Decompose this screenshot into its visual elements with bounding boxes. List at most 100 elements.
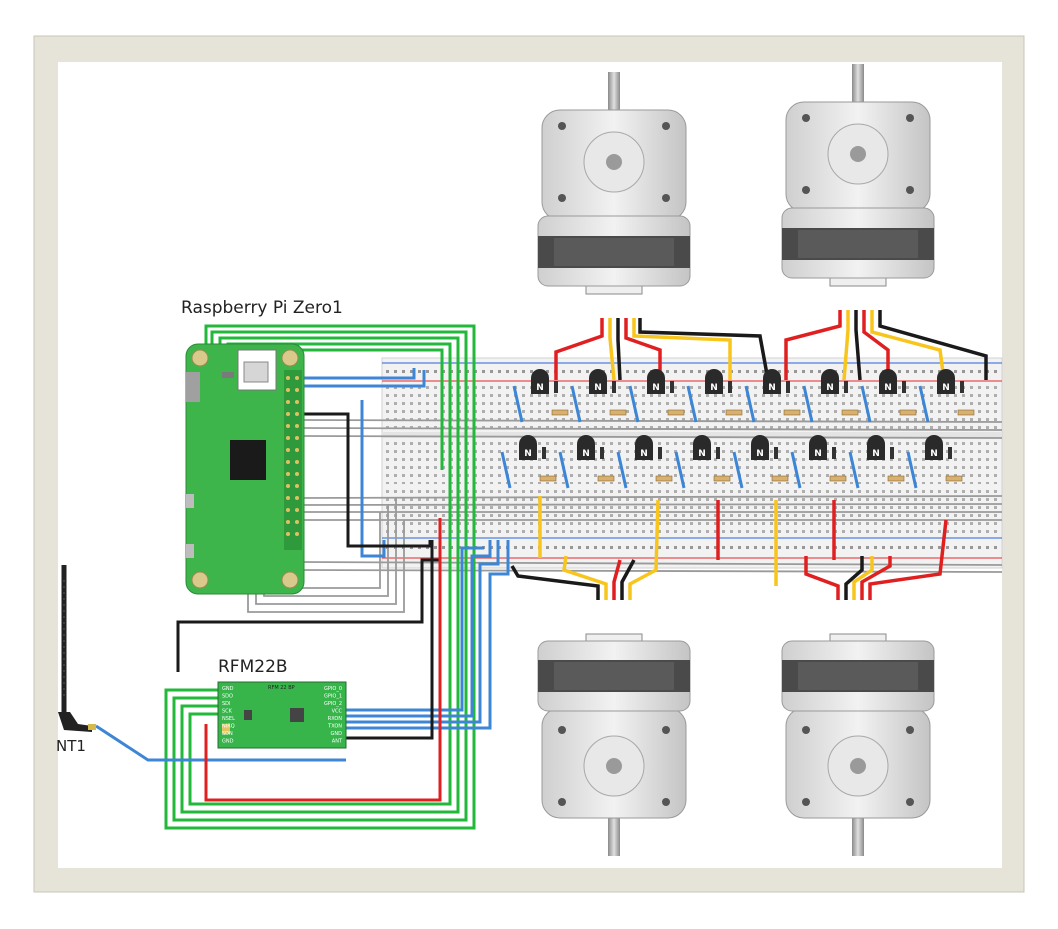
transistor-mark: N	[768, 383, 776, 393]
transistor: N	[500, 435, 557, 489]
stepper-motor	[537, 633, 691, 856]
diode	[774, 447, 778, 459]
diode	[890, 447, 894, 459]
diode	[948, 447, 952, 459]
resistor	[725, 409, 743, 416]
diode	[670, 381, 674, 393]
top-motor-wires	[554, 310, 988, 381]
transistor-mark: N	[594, 383, 602, 393]
transistor-mark: N	[652, 383, 660, 393]
resistor	[783, 409, 801, 416]
transistor-mark: N	[930, 449, 938, 459]
diode	[600, 447, 604, 459]
diode	[542, 447, 546, 459]
transistor: N	[918, 369, 975, 423]
rfm-label: RFM22B	[218, 657, 288, 677]
rfm-left-pin-label: GND	[222, 739, 234, 745]
resistor	[609, 409, 627, 416]
transistor-mark: N	[640, 449, 648, 459]
transistor: N	[732, 435, 789, 489]
transistor: N	[512, 369, 569, 423]
rfm-left-pin-label: SDO	[222, 694, 233, 700]
red-wires	[204, 518, 442, 802]
diode	[612, 381, 616, 393]
resistor	[957, 409, 975, 416]
transistor: N	[686, 369, 743, 423]
diode	[832, 447, 836, 459]
resistor	[829, 475, 847, 482]
transistor: N	[802, 369, 859, 423]
rfm22b-module	[217, 681, 347, 749]
resistor	[597, 475, 615, 482]
resistor	[667, 409, 685, 416]
bottom-motor-wires	[510, 496, 948, 600]
transistor-mark: N	[814, 449, 822, 459]
resistor	[771, 475, 789, 482]
transistor-mark: N	[826, 383, 834, 393]
stepper-motor	[781, 64, 935, 287]
rfm-left-pin-label: SDI	[222, 701, 231, 707]
diode	[728, 381, 732, 393]
rfm-right-pin-label: GPIO_0	[324, 686, 342, 692]
resistor	[713, 475, 731, 482]
rfm-right-pin-label: RXON	[328, 716, 343, 722]
transistor-mark: N	[524, 449, 532, 459]
transistor: N	[616, 435, 673, 489]
diode	[786, 381, 790, 393]
rfm-right-pin-label: ANT	[332, 739, 343, 745]
resistor	[551, 409, 569, 416]
transistor: N	[744, 369, 801, 423]
resistor	[887, 475, 905, 482]
transistor: N	[906, 435, 963, 489]
transistor: N	[790, 435, 847, 489]
diode	[960, 381, 964, 393]
antenna-label: NT1	[56, 737, 86, 755]
transistor-mark: N	[884, 383, 892, 393]
transistor-mark: N	[756, 449, 764, 459]
rfm-left-pin-label: NSEL	[222, 716, 235, 722]
rfm-chip-label: RFM 22 BP	[268, 685, 295, 691]
transistor: N	[674, 435, 731, 489]
transistor-mark: N	[942, 383, 950, 393]
stepper-motor	[781, 633, 935, 856]
resistor	[945, 475, 963, 482]
rfm-left-pin-label: SDN	[222, 731, 233, 737]
raspberry-pi-zero-board	[185, 343, 305, 595]
diode	[902, 381, 906, 393]
diode	[844, 381, 848, 393]
diode	[658, 447, 662, 459]
transistor-mark: N	[582, 449, 590, 459]
transistor: N	[848, 435, 905, 489]
diode	[716, 447, 720, 459]
pi-label: Raspberry Pi Zero1	[181, 298, 343, 318]
transistor: N	[860, 369, 917, 423]
rfm-right-pin-label: GND	[331, 731, 343, 737]
transistor-mark: N	[872, 449, 880, 459]
resistor	[539, 475, 557, 482]
transistor-mark: N	[710, 383, 718, 393]
rfm-left-pin-label: NIRQ	[222, 724, 235, 730]
blue-wires	[95, 368, 510, 762]
resistor	[841, 409, 859, 416]
rfm-right-pin-label: VCC	[332, 709, 343, 715]
stepper-motors	[537, 64, 935, 856]
black-wires	[176, 412, 440, 740]
transistor: N	[558, 435, 615, 489]
transistor: N	[628, 369, 685, 423]
resistor	[655, 475, 673, 482]
transistor-mark: N	[536, 383, 544, 393]
diode	[554, 381, 558, 393]
resistor	[899, 409, 917, 416]
transistor-mark: N	[698, 449, 706, 459]
rfm-right-pin-label: GPIO_2	[324, 701, 342, 707]
transistor: N	[570, 369, 627, 423]
antenna	[58, 565, 96, 732]
rfm-left-pin-label: GND	[222, 686, 234, 692]
rfm-right-pin-label: TXON	[327, 724, 342, 730]
stepper-motor	[537, 72, 691, 295]
